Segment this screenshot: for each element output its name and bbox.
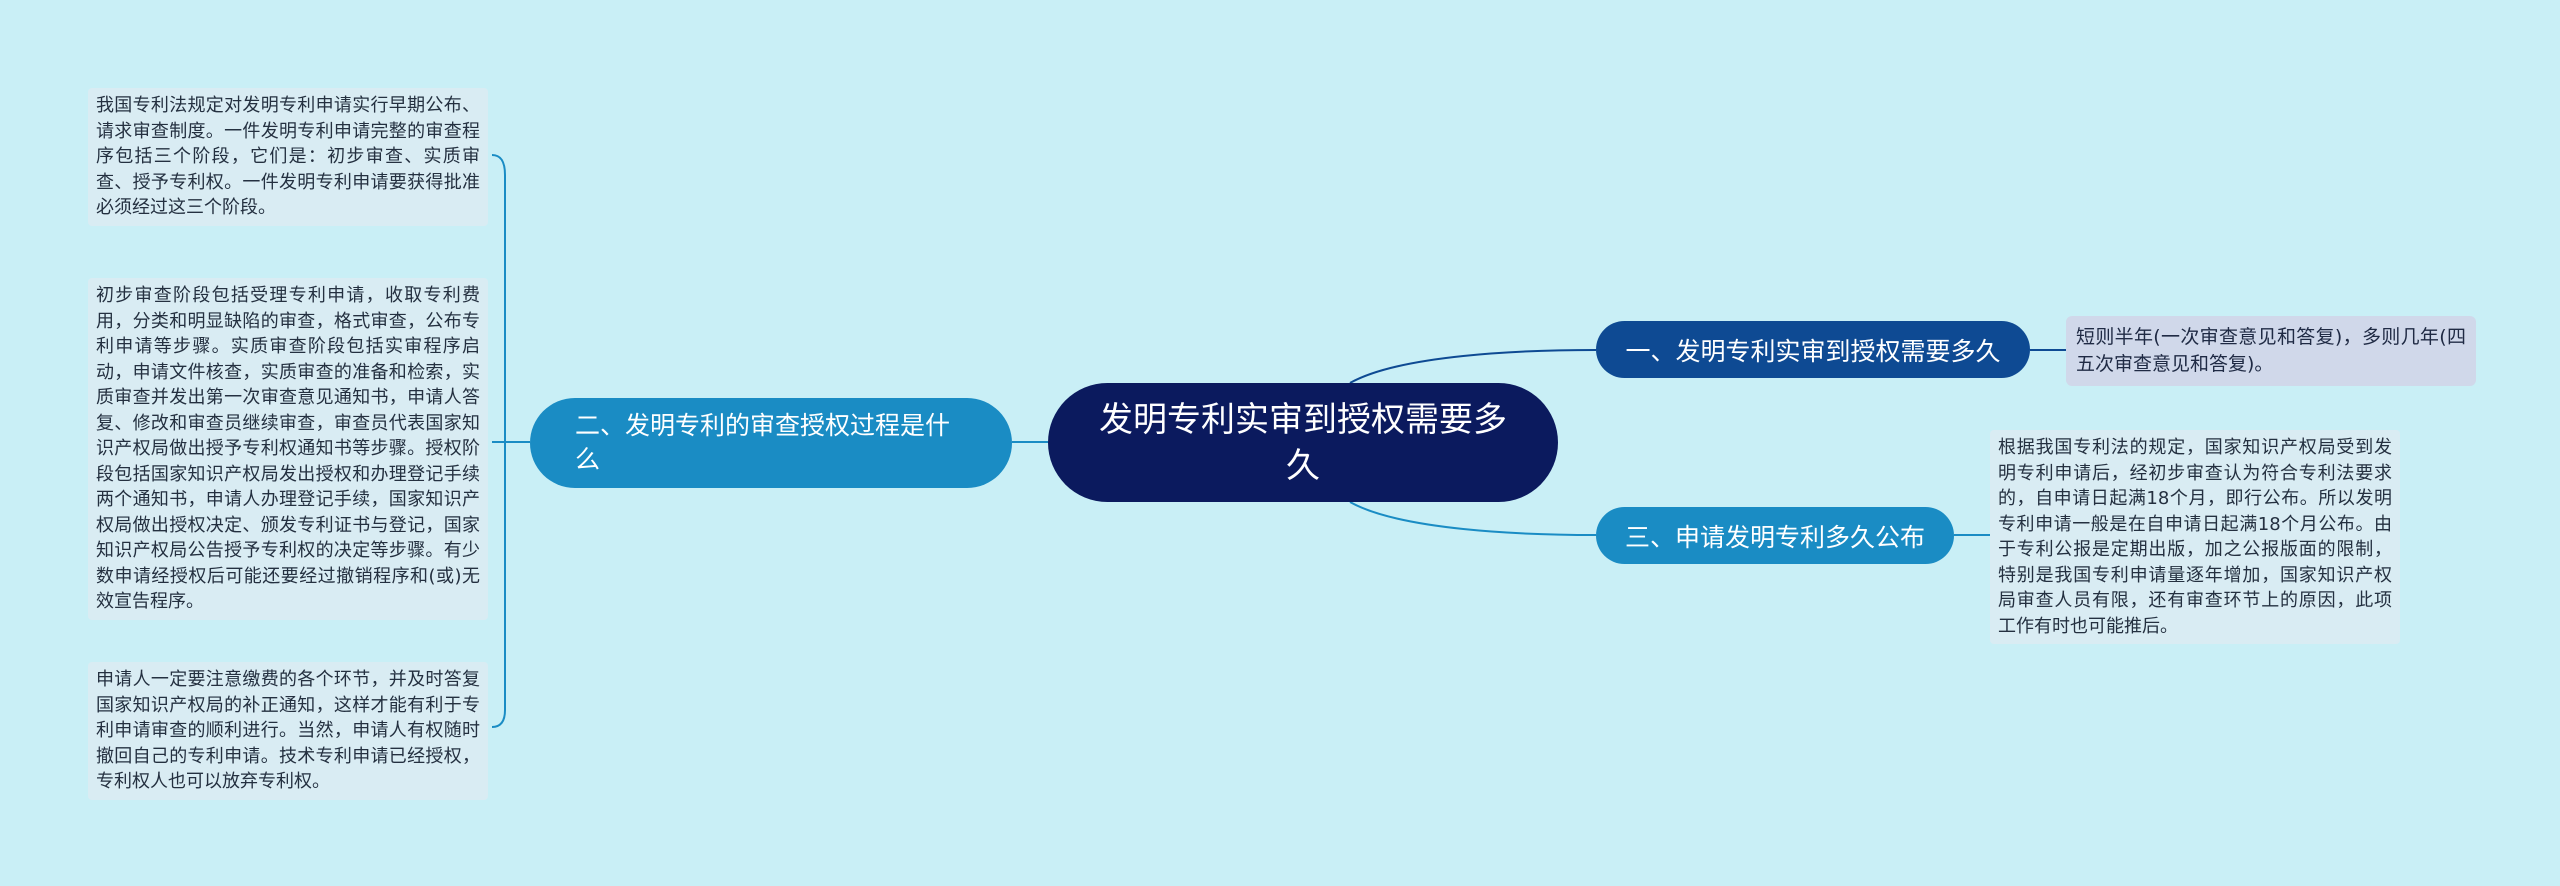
leaf-fee-notice-text: 申请人一定要注意缴费的各个环节，并及时答复国家知识产权局的补正通知，这样才能有利… — [96, 669, 480, 792]
leaf-publication-rule-text: 根据我国专利法的规定，国家知识产权局受到发明专利申请后，经初步审查认为符合专利法… — [1998, 437, 2392, 637]
central-topic[interactable]: 发明专利实审到授权需要多久 — [1048, 383, 1558, 502]
link-left-trunk — [491, 154, 530, 728]
branch-exam-duration-label: 一、发明专利实审到授权需要多久 — [1625, 336, 2001, 366]
branch-publication-time[interactable]: 三、申请发明专利多久公布 — [1596, 507, 1954, 564]
branch-review-process[interactable]: 二、发明专利的审查授权过程是什么 — [530, 398, 1012, 488]
leaf-fee-notice[interactable]: 申请人一定要注意缴费的各个环节，并及时答复国家知识产权局的补正通知，这样才能有利… — [88, 662, 488, 800]
leaf-duration-range[interactable]: 短则半年(一次审查意见和答复)，多则几年(四五次审查意见和答复)。 — [2066, 316, 2476, 386]
leaf-duration-range-text: 短则半年(一次审查意见和答复)，多则几年(四五次审查意见和答复)。 — [2076, 326, 2466, 375]
leaf-publication-rule[interactable]: 根据我国专利法的规定，国家知识产权局受到发明专利申请后，经初步审查认为符合专利法… — [1990, 430, 2400, 644]
leaf-early-publication-text: 我国专利法规定对发明专利申请实行早期公布、请求审查制度。一件发明专利申请完整的审… — [96, 95, 480, 218]
leaf-exam-stages-text: 初步审查阶段包括受理专利申请，收取专利费用，分类和明显缺陷的审查，格式审查，公布… — [96, 285, 480, 612]
link-center-right-bottom — [1349, 501, 1597, 536]
branch-review-process-label: 二、发明专利的审查授权过程是什么 — [575, 411, 951, 474]
central-topic-label: 发明专利实审到授权需要多久 — [1099, 399, 1507, 486]
leaf-early-publication[interactable]: 我国专利法规定对发明专利申请实行早期公布、请求审查制度。一件发明专利申请完整的审… — [88, 88, 488, 226]
link-center-right-top — [1349, 349, 1597, 384]
branch-publication-time-label: 三、申请发明专利多久公布 — [1624, 522, 1925, 552]
branch-exam-duration[interactable]: 一、发明专利实审到授权需要多久 — [1596, 321, 2030, 378]
leaf-exam-stages[interactable]: 初步审查阶段包括受理专利申请，收取专利费用，分类和明显缺陷的审查，格式审查，公布… — [88, 278, 488, 620]
